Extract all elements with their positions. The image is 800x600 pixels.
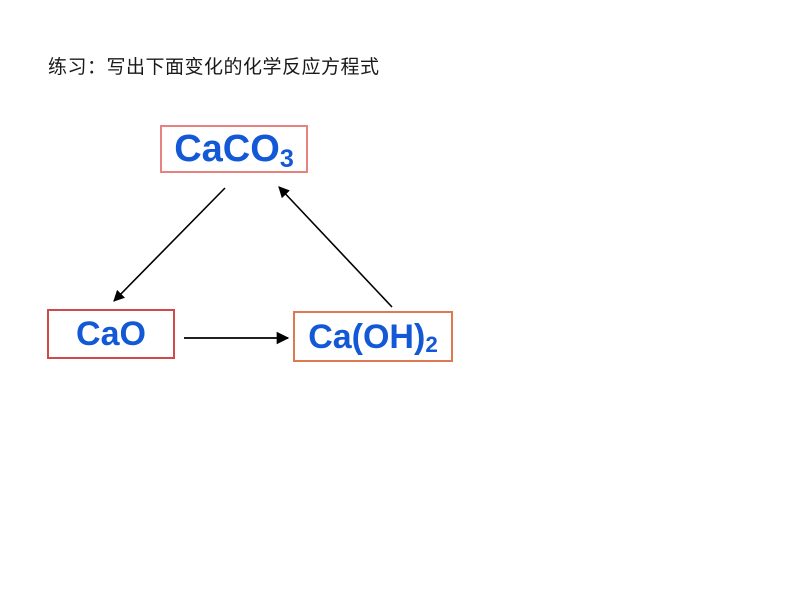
node-cao-label-main: CaO xyxy=(76,315,146,353)
arrow-caco3-to-cao xyxy=(113,187,226,302)
page-title: 练习：写出下面变化的化学反应方程式 xyxy=(48,57,380,78)
node-cao[interactable]: CaO xyxy=(47,309,175,359)
node-caco3-label-main: CaCO xyxy=(174,128,280,170)
node-caoh2-label: Ca(OH)2 xyxy=(308,317,438,358)
node-caoh2-label-main: Ca(OH) xyxy=(308,317,426,356)
node-caco3-label: CaCO3 xyxy=(174,128,294,171)
node-caoh2-label-subscript: 2 xyxy=(425,332,438,358)
node-caoh2[interactable]: Ca(OH)2 xyxy=(293,311,453,362)
arrow-caoh2-to-caco3 xyxy=(278,186,393,308)
node-cao-label: CaO xyxy=(76,317,146,351)
node-caco3[interactable]: CaCO3 xyxy=(160,125,308,173)
node-caco3-label-subscript: 3 xyxy=(279,144,294,173)
